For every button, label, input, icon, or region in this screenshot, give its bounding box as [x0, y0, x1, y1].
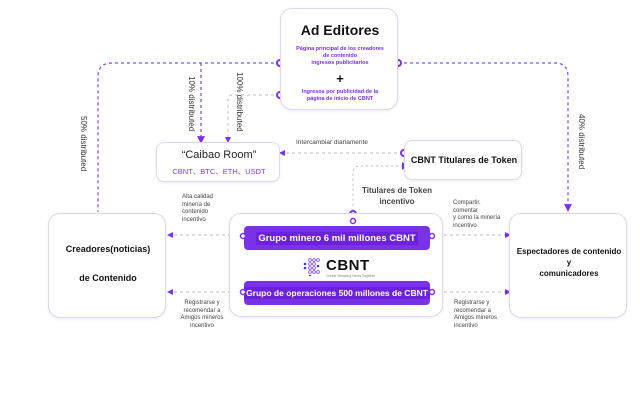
cbnt-logo-tagline: Create Breaking News Together: [326, 274, 376, 278]
register-right-line-3: Amigos mineros: [454, 315, 498, 321]
label-50pct: 50% distributed: [79, 116, 88, 172]
line-100pct: [225, 94, 280, 143]
ad-line-1: Página principal de los creadores: [296, 46, 384, 52]
token-incentive-line-1: Titulares de Token: [362, 186, 432, 195]
register-left-line-1: Registrarse y: [184, 300, 220, 306]
register-right-line-1: Registrarse y: [454, 300, 490, 306]
spectators-line-2: y: [566, 258, 572, 267]
spectators-line-1: Espectadores de contenido: [516, 247, 622, 256]
register-left-line-4: incentivo: [190, 322, 214, 329]
quality-line-1: Alta calidad: [182, 194, 214, 200]
token-holders-box: CBNT Titulares de Token: [404, 140, 522, 180]
label-40pct: 40% distributed: [577, 114, 586, 170]
token-holders-title: CBNT Titulares de Token: [410, 155, 518, 165]
token-incentive-line-2: incentivo: [379, 197, 415, 206]
share-line-4: incentivo: [453, 222, 477, 229]
spectators-line-3: comunicadores: [539, 269, 599, 278]
ad-editors-description: Página principal de los creadores de con…: [281, 46, 399, 67]
mining-group-pill[interactable]: Grupo minero 6 mil millones CBNT: [244, 226, 430, 250]
creators-box: Creadores(noticias) de Contenido: [48, 213, 166, 318]
ad-line-4: Ingresos por publicidad de la: [301, 89, 379, 95]
spectators-box: Espectadores de contenido y comunicadore…: [509, 213, 627, 318]
ad-line-5: página de inicio de CBNT: [306, 96, 374, 102]
line-ad-to-creators: [97, 62, 280, 212]
ad-line-3: ingresos publicitarios: [311, 60, 369, 66]
quality-line-2: minería de: [182, 201, 211, 208]
label-register-left: Registrarse y recomendar a Amigos minero…: [172, 300, 232, 330]
label-100pct: 100% distributed: [235, 72, 244, 132]
share-line-2: comentar: [453, 207, 479, 214]
register-right-line-2: recomendar a: [454, 307, 492, 314]
ad-editors-cbnt-income: Ingresos por publicidad de la página de …: [281, 89, 399, 103]
share-line-1: Compartir,: [453, 200, 481, 206]
label-share-comment: Compartir, comentar y como la minería in…: [453, 200, 500, 230]
ad-editors-title: Ad Editores: [300, 22, 380, 38]
caibao-title: “Caibao Room”: [181, 149, 257, 161]
creators-line-1: Creadores(noticias): [65, 244, 151, 254]
register-left-line-2: recomendar a: [183, 307, 221, 314]
creators-line-2: de Contenido: [79, 273, 137, 283]
label-token-incentive: Titulares de Token incentivo: [352, 185, 442, 207]
label-exchange-daily: Intercambiar diariamente: [296, 139, 368, 146]
center-groups-box: Grupo minero 6 mil millones CBNT CBNT Cr…: [229, 213, 443, 317]
caibao-room-box: “Caibao Room” CBNT、BTC、ETH、USDT: [156, 142, 280, 182]
label-quality-mining: Alta calidad minería de contenido incent…: [182, 194, 213, 224]
operations-group-pill[interactable]: Grupo de operaciones 500 millones de CBN…: [244, 281, 430, 305]
label-register-right: Registrarse y recomendar a Amigos minero…: [454, 300, 497, 330]
cbnt-logo: CBNT Create Breaking News Together: [302, 257, 392, 280]
quality-line-4: incentivo: [182, 216, 206, 223]
cbnt-logo-icon: [303, 258, 320, 276]
mining-group-label: Grupo minero 6 mil millones CBNT: [256, 231, 418, 245]
ad-editors-box: Ad Editores Página principal de los crea…: [280, 8, 398, 110]
share-line-3: y como la minería: [453, 215, 501, 221]
line-ad-to-spectators: [398, 62, 572, 212]
ad-line-2: de contenido: [322, 53, 358, 59]
cbnt-logo-text: CBNT: [326, 257, 370, 274]
operations-group-label: Grupo de operaciones 500 millones de CBN…: [244, 287, 430, 299]
caibao-currencies: CBNT、BTC、ETH、USDT: [172, 167, 266, 176]
plus-sign: +: [336, 71, 344, 86]
register-right-line-4: incentivo: [454, 322, 478, 329]
label-10pct: 10% distributed: [187, 76, 196, 132]
register-left-line-3: Amigos mineros: [180, 315, 224, 321]
quality-line-3: contenido: [182, 209, 209, 215]
